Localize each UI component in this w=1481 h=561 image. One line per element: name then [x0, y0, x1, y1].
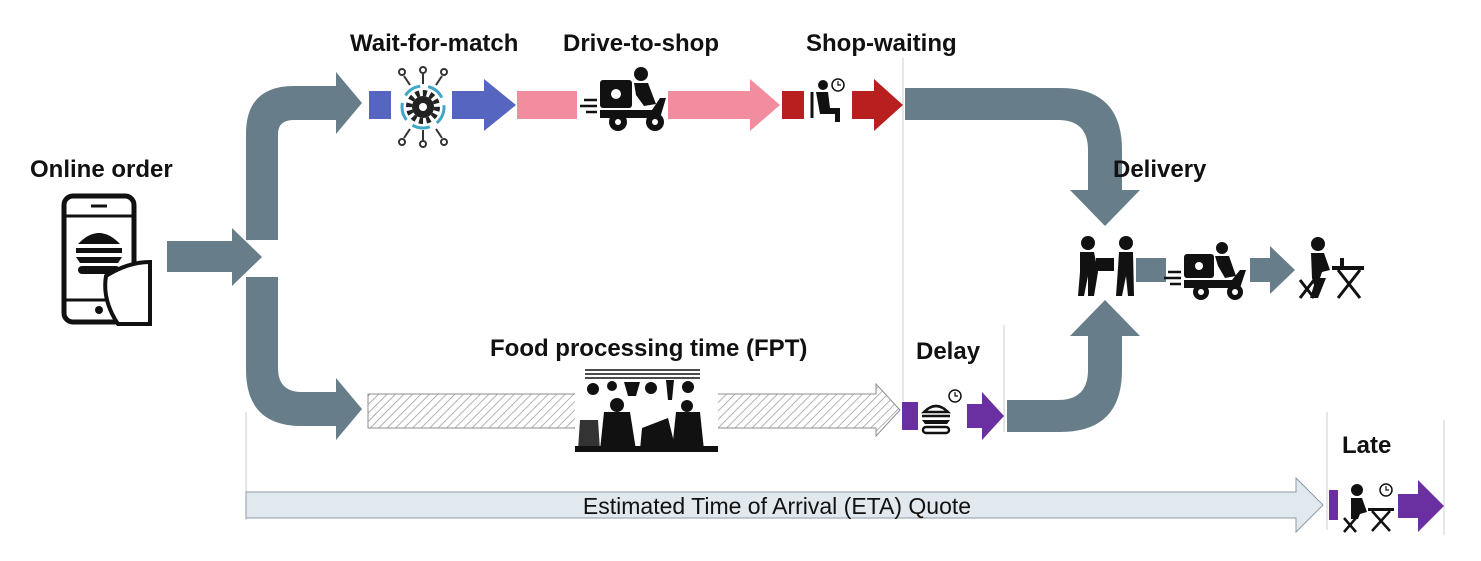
eta-label: Estimated Time of Arrival (ETA) Quote: [583, 493, 971, 519]
delay-start-block: [902, 402, 918, 430]
drive-to-shop-label: Drive-to-shop: [563, 30, 719, 57]
delay-label: Delay: [916, 338, 981, 365]
delivery-scooter-icon: [1164, 242, 1246, 300]
to-diner-arrow: [1250, 246, 1295, 294]
delivery-label: Delivery: [1113, 156, 1207, 183]
late-arrow: [1398, 480, 1444, 532]
wait-match-start-block: [369, 91, 391, 119]
split-up-curve-arrow: [246, 72, 362, 240]
delay-arrow: [967, 392, 1004, 440]
late-label: Late: [1342, 432, 1391, 459]
wait-match-arrow: [452, 79, 516, 131]
delay-to-delivery-curve-arrow: [1007, 300, 1140, 432]
online-order-label: Online order: [30, 156, 173, 183]
to-delivery-curve-arrow: [905, 88, 1140, 226]
burger-clock-icon: [920, 389, 962, 435]
late-diner-icon: [1343, 483, 1394, 533]
split-down-curve-arrow: [246, 277, 362, 440]
handoff-connector: [1136, 258, 1166, 282]
order-to-split-arrow: [167, 228, 262, 286]
phone-burger-icon: [61, 193, 152, 326]
seated-waiting-icon: [810, 78, 845, 122]
shop-waiting-label: Shop-waiting: [806, 30, 957, 57]
handoff-people-icon: [1078, 236, 1134, 296]
shop-waiting-arrow: [852, 79, 903, 131]
delivery-scooter-icon: [580, 67, 666, 131]
flow-arrows: [167, 72, 1295, 440]
gear-circuit-icon: [398, 66, 448, 148]
diner-table-icon: [1298, 237, 1364, 299]
shop-waiting-start-block: [782, 91, 804, 119]
drive-arrow: [668, 79, 780, 131]
fpt-label: Food processing time (FPT): [490, 335, 807, 362]
drive-start-block: [517, 91, 577, 119]
eta-arrow: [245, 476, 1324, 534]
kitchen-photo: [575, 368, 718, 452]
late-start-block: [1329, 490, 1338, 520]
wait-for-match-label: Wait-for-match: [350, 30, 518, 57]
